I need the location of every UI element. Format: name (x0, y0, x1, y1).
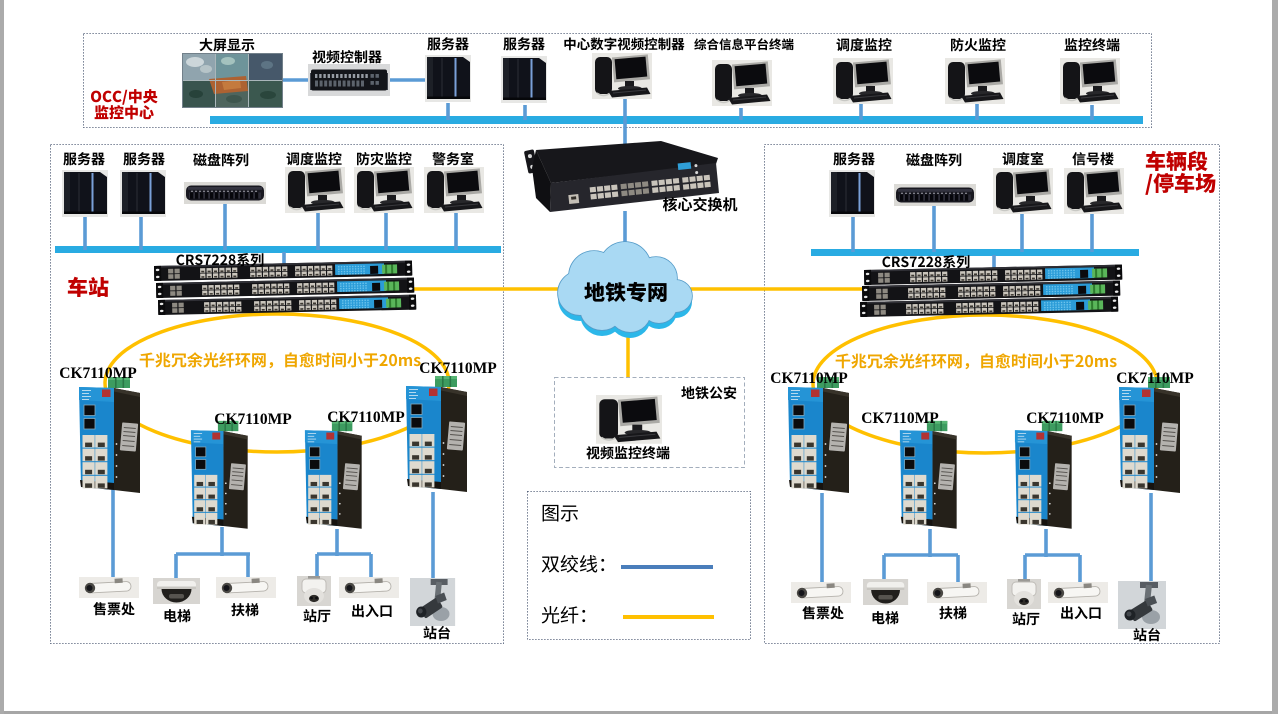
svg-text:CK7110MP: CK7110MP (59, 365, 137, 382)
svg-text:CK7110MP: CK7110MP (861, 410, 939, 427)
svg-text:CK7110MP: CK7110MP (327, 409, 405, 426)
svg-text:CK7110MP: CK7110MP (1116, 370, 1194, 387)
svg-text:CK7110MP: CK7110MP (770, 370, 848, 387)
svg-text:CK7110MP: CK7110MP (419, 360, 497, 377)
svg-text:CK7110MP: CK7110MP (1026, 410, 1104, 427)
svg-text:CK7110MP: CK7110MP (214, 411, 292, 428)
